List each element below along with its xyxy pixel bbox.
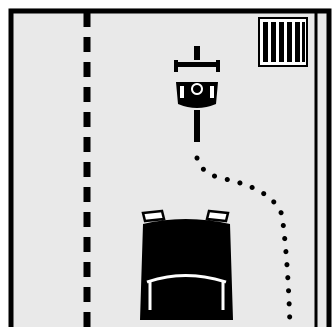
truck-cab-icon [140,211,233,320]
crosswalk-icon [259,18,307,66]
